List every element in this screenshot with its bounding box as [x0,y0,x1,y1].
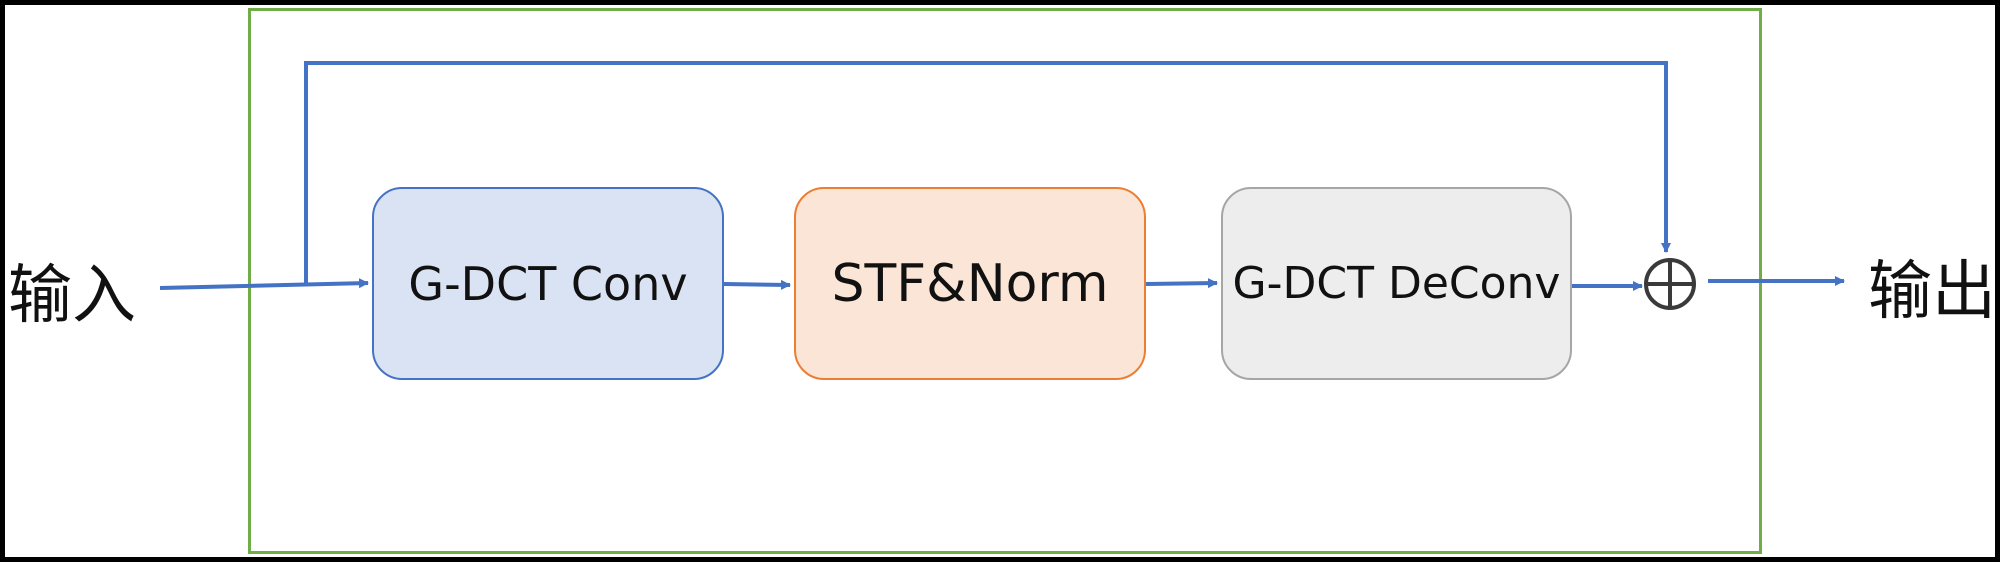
stf-norm-block: STF&Norm [794,187,1146,380]
stf-to-deconv-arrow [1145,278,1218,289]
stf-norm-label: STF&Norm [831,253,1109,314]
add-operator-icon [1644,258,1696,310]
input-label: 输入 [8,259,136,333]
skip-connection-arrow [304,61,1671,284]
output-label: 输出 [1868,255,1996,329]
g-dct-deconv-label: G-DCT DeConv [1232,258,1561,309]
g-dct-deconv-block: G-DCT DeConv [1221,187,1572,380]
conv-to-stf-arrow [723,279,791,290]
g-dct-conv-label: G-DCT Conv [408,256,688,311]
input-arrow [159,278,369,290]
g-dct-conv-block: G-DCT Conv [372,187,724,380]
